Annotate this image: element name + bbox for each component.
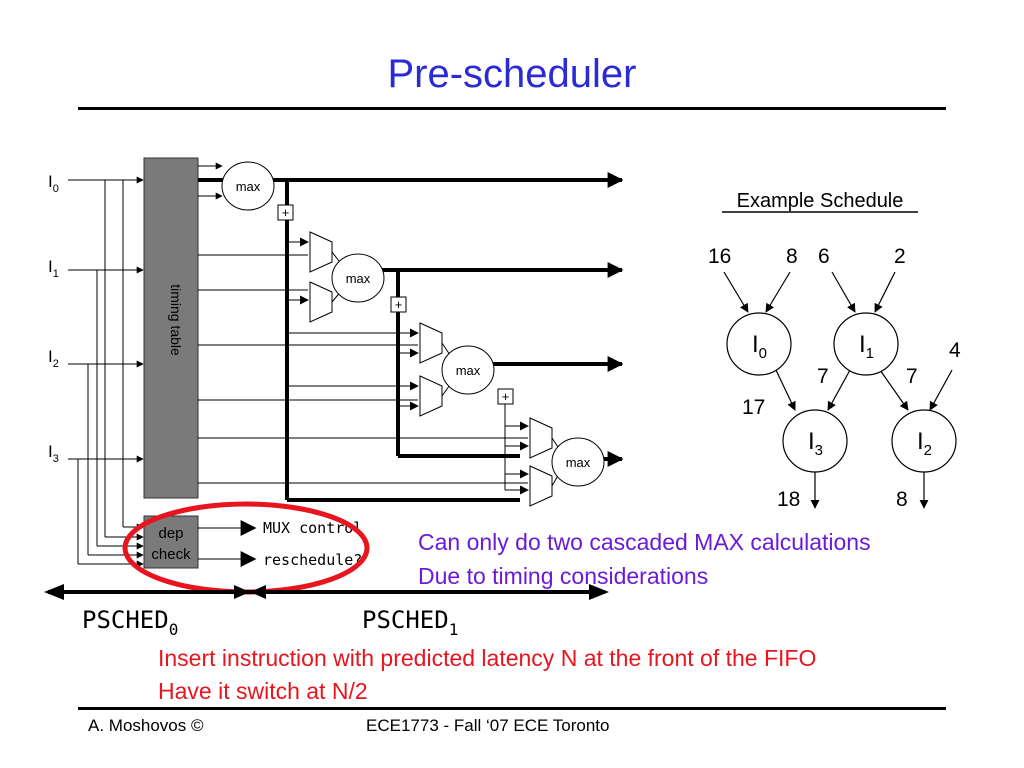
dep-check-box xyxy=(143,515,199,569)
psched-arrowheads xyxy=(44,584,609,600)
example-value-8-bottom: 8 xyxy=(896,488,908,511)
max-node-stage2 xyxy=(441,345,495,395)
psched0-label: PSCHED0 xyxy=(82,606,178,639)
footer-divider xyxy=(78,707,946,710)
max-node-stage3 xyxy=(551,437,605,487)
example-value-8-top: 8 xyxy=(786,245,798,268)
example-value-7-right: 7 xyxy=(906,365,918,388)
stage2-muxes xyxy=(419,322,443,417)
timing-fanout-lines xyxy=(198,162,528,484)
note-red-line2: Have it switch at N/2 xyxy=(158,678,368,704)
input-arrows xyxy=(68,176,144,568)
dep-check-label-line1: dep xyxy=(158,525,183,542)
reschedule-label: reschedule? xyxy=(263,551,362,569)
example-node-i3: I3 xyxy=(808,428,823,459)
timing-table-label: timing table xyxy=(168,284,184,356)
input-label-i0: I0 xyxy=(48,172,59,195)
example-value-17: 17 xyxy=(742,396,765,419)
dep-check-label-line2: check xyxy=(151,546,191,563)
mux-control-label: MUX control xyxy=(263,519,362,537)
example-value-6: 6 xyxy=(818,245,830,268)
footer-author: A. Moshovos © xyxy=(88,716,204,735)
example-value-4: 4 xyxy=(949,339,961,362)
output-buses xyxy=(198,172,624,502)
example-value-7-left: 7 xyxy=(817,365,829,388)
max-label-stage0: max xyxy=(236,179,261,194)
example-node-i2: I2 xyxy=(917,428,932,459)
timing-table xyxy=(143,157,199,499)
example-schedule-title: Example Schedule xyxy=(737,190,904,212)
max-label-stage1: max xyxy=(346,271,371,286)
note-purple-line2: Due to timing considerations xyxy=(418,563,709,589)
input-label-i2: I2 xyxy=(48,347,59,370)
title-divider xyxy=(78,107,946,110)
plus-box-stage0 xyxy=(277,204,294,221)
max-label-stage3: max xyxy=(566,455,591,470)
note-red-line1: Insert instruction with predicted latenc… xyxy=(158,645,817,671)
stage1-muxes xyxy=(309,231,333,323)
max-node-stage0 xyxy=(221,161,275,211)
example-node-i1: I1 xyxy=(859,331,874,362)
example-value-18: 18 xyxy=(777,488,800,511)
plus-label-stage0: + xyxy=(282,205,290,220)
stage3-muxes xyxy=(529,417,553,507)
example-nodes xyxy=(726,312,957,473)
example-values: 16 8 6 2 7 7 4 17 18 8 xyxy=(708,245,961,511)
plus-label-stage2: + xyxy=(502,389,510,404)
plus-box-stage1 xyxy=(390,296,407,313)
example-edges xyxy=(723,271,953,509)
example-value-16: 16 xyxy=(708,245,731,268)
example-value-2: 2 xyxy=(894,245,906,268)
input-label-i1: I1 xyxy=(48,257,59,280)
psched1-label: PSCHED1 xyxy=(362,606,458,639)
example-node-i0: I0 xyxy=(752,331,767,362)
note-purple-line1: Can only do two cascaded MAX calculation… xyxy=(418,529,871,555)
input-label-i3: I3 xyxy=(48,442,59,465)
slide-title: Pre-scheduler xyxy=(387,52,637,96)
plus-label-stage1: + xyxy=(395,297,403,312)
footer-course: ECE1773 - Fall ‘07 ECE Toronto xyxy=(366,716,610,735)
max-label-stage2: max xyxy=(456,363,481,378)
max-node-stage1 xyxy=(331,253,385,303)
